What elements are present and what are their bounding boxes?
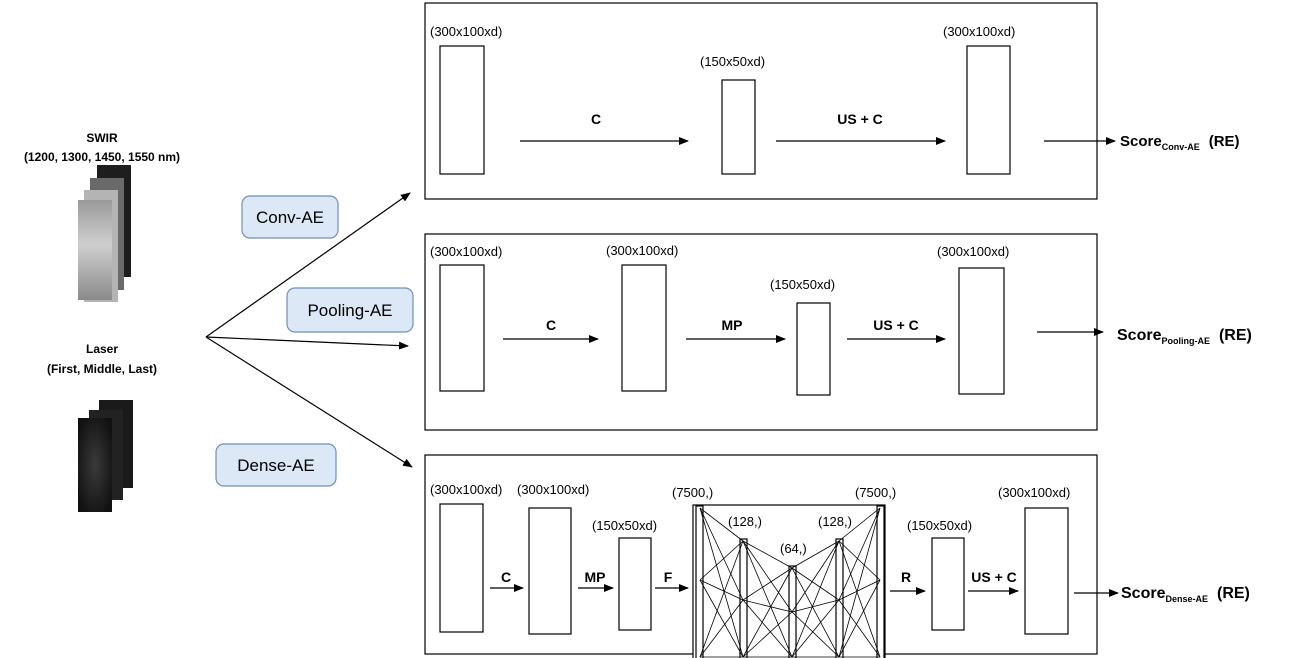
pool-mid-dim: (150x50xd) [770, 277, 835, 292]
pool-op-usc: US + C [873, 317, 919, 333]
laser-frames: (First, Middle, Last) [47, 362, 157, 376]
dense-op-mp: MP [585, 569, 606, 585]
conv-output-dim: (300x100xd) [943, 24, 1015, 39]
laser-image-stack [78, 400, 133, 512]
dense-c-block [528, 507, 572, 635]
pool-input-block [439, 264, 485, 392]
pool-mid-block [796, 302, 831, 396]
conv-score: ScoreConv-AE(RE) [1120, 133, 1240, 152]
dense-ae-pill: Dense-AE [215, 443, 337, 487]
laser-title: Laser [86, 342, 118, 356]
pool-output-block [958, 267, 1005, 395]
dense-op-c: C [501, 569, 511, 585]
conv-ae-panel-frame [424, 2, 1098, 200]
pool-c-block [621, 264, 667, 392]
arrow-to-conv [205, 192, 411, 338]
pooling-ae-pill: Pooling-AE [286, 287, 414, 333]
conv-ae-pill: Conv-AE [241, 195, 339, 239]
conv-input-dim: (300x100xd) [430, 24, 502, 39]
dense-reshape-dim: (150x50xd) [907, 518, 972, 533]
dense-op-usc: US + C [971, 569, 1017, 585]
arrow-to-dense [205, 336, 413, 468]
dense-mp-dim: (150x50xd) [592, 518, 657, 533]
dense-out-flat-dim: (7500,) [855, 485, 896, 500]
swir-image-stack [78, 165, 131, 302]
conv-input-block [439, 45, 485, 175]
dense-flat-dim: (7500,) [672, 485, 713, 500]
dense-dec-dim: (128,) [818, 514, 852, 529]
dense-score: ScoreDense-AE(RE) [1121, 585, 1250, 604]
branch-arrows [205, 192, 413, 468]
dense-output-dim: (300x100xd) [998, 485, 1070, 500]
pooling-score: ScorePooling-AE(RE) [1117, 327, 1252, 346]
dense-op-f: F [664, 569, 673, 585]
conv-mid-block [721, 79, 756, 175]
conv-ae-panel: (300x100xd) C (150x50xd) US + C (300x100… [424, 2, 1240, 200]
laser-image-1 [78, 418, 112, 512]
dense-op-r: R [901, 569, 911, 585]
pooling-ae-panel: (300x100xd) C (300x100xd) MP (150x50xd) … [424, 233, 1252, 431]
pool-op-mp: MP [722, 317, 743, 333]
swir-wavelengths: (1200, 1300, 1450, 1550 nm) [24, 150, 180, 164]
dense-input-block [439, 503, 484, 633]
conv-mid-dim: (150x50xd) [700, 54, 765, 69]
pooling-ae-label: Pooling-AE [307, 301, 392, 320]
dense-c-dim: (300x100xd) [517, 482, 589, 497]
dense-fc-network [692, 504, 886, 658]
pool-op-c: C [546, 317, 556, 333]
fc-layer-7500-out [876, 505, 885, 658]
dense-output-block [1024, 507, 1069, 635]
conv-ae-label: Conv-AE [256, 208, 324, 227]
swir-input-group: SWIR (1200, 1300, 1450, 1550 nm) [24, 131, 180, 302]
pool-input-dim: (300x100xd) [430, 244, 502, 259]
dense-mp-block [618, 537, 652, 631]
dense-enc-dim: (128,) [728, 514, 762, 529]
conv-output-block [966, 45, 1011, 175]
swir-title: SWIR [86, 131, 118, 145]
arrow-to-pooling [205, 336, 409, 350]
dense-input-dim: (300x100xd) [430, 482, 502, 497]
dense-ae-label: Dense-AE [237, 456, 314, 475]
conv-op-usc: US + C [837, 111, 883, 127]
conv-op-c: C [591, 111, 601, 127]
laser-input-group: Laser (First, Middle, Last) [47, 342, 157, 512]
dense-ae-panel: (300x100xd) C (300x100xd) MP (150x50xd) … [424, 454, 1250, 658]
swir-image-1 [78, 200, 112, 300]
fc-layer-7500-in [695, 505, 704, 658]
pool-c-dim: (300x100xd) [606, 243, 678, 258]
dense-reshape-block [931, 537, 965, 631]
pool-output-dim: (300x100xd) [937, 244, 1009, 259]
dense-code-dim: (64,) [780, 541, 807, 556]
